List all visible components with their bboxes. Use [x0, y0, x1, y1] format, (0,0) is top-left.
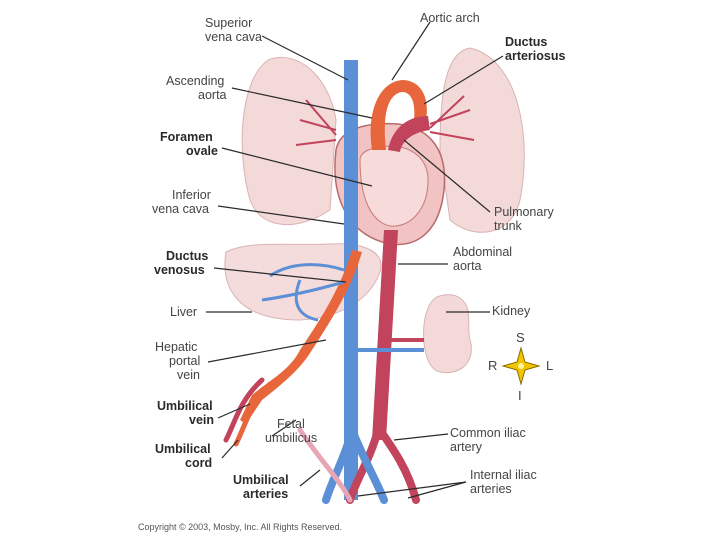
- pulmonary-trunk-vessel: [388, 116, 430, 152]
- label-liver: Liver: [170, 305, 198, 319]
- compass-inferior: I: [518, 388, 522, 403]
- kidney-organ: [423, 294, 472, 374]
- compass-right: R: [488, 358, 498, 373]
- pulmonary-branches: [295, 95, 475, 146]
- compass-left: L: [546, 358, 554, 373]
- aortic-arch-vessel: [370, 80, 427, 150]
- leader-lines: [206, 21, 504, 499]
- left-lung: [439, 47, 525, 233]
- renal-vessels: [352, 338, 424, 352]
- iliac-arteries: [322, 426, 420, 504]
- abdominal-aorta-vessel: [372, 230, 398, 440]
- copyright-notice: Copyright © 2003, Mosby, Inc. All Rights…: [138, 522, 343, 532]
- compass-superior: S: [516, 330, 525, 345]
- label-aortic-arch: Aortic arch: [420, 11, 480, 25]
- compass-star-icon: [501, 346, 541, 386]
- hepatic-veins: [261, 263, 345, 322]
- label-kidney: Kidney: [492, 304, 531, 318]
- right-lung: [241, 57, 337, 226]
- umbilical-cord-vessels: [223, 377, 353, 503]
